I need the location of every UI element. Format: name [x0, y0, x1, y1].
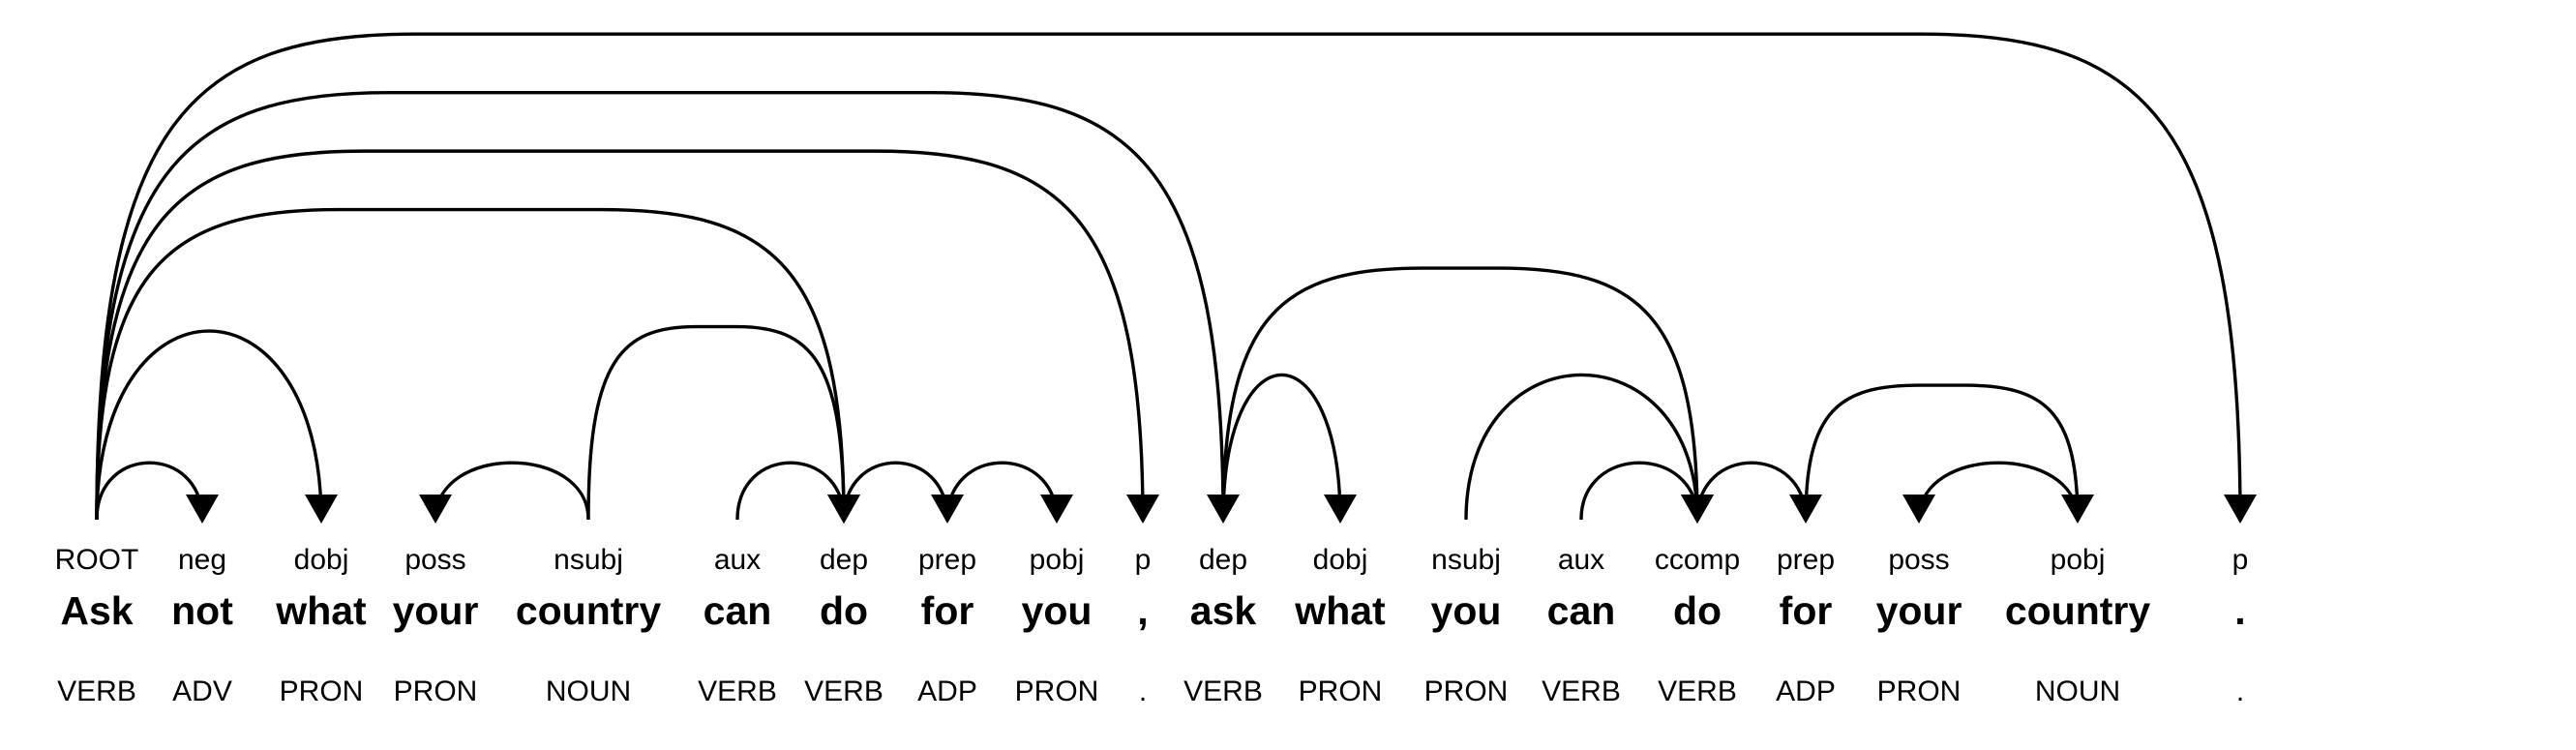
- token-word-4: country: [516, 588, 662, 633]
- dep-label-18: p: [2232, 544, 2249, 576]
- dependency-arc-aux-4: [735, 461, 846, 521]
- dependency-arrowhead-p-8: [1126, 495, 1159, 524]
- token-pos-6: VERB: [804, 675, 884, 707]
- dependency-arrowhead-dobj-10: [1324, 495, 1357, 524]
- token-pos-10: VERB: [1183, 675, 1263, 707]
- token-pos-14: VERB: [1658, 675, 1737, 707]
- dep-label-14: ccomp: [1655, 544, 1740, 576]
- token-pos-1: ADV: [172, 675, 232, 707]
- token-word-15: for: [1780, 588, 1833, 633]
- token-word-3: your: [393, 588, 479, 633]
- token-pos-2: PRON: [280, 675, 364, 707]
- token-word-13: can: [1547, 588, 1616, 633]
- dependency-arrowhead-pobj-7: [1040, 495, 1073, 524]
- dep-label-1: neg: [178, 544, 226, 576]
- token-word-10: ask: [1190, 588, 1257, 633]
- token-word-7: for: [921, 588, 974, 633]
- token-pos-3: PRON: [394, 675, 478, 707]
- token-pos-17: NOUN: [2035, 675, 2120, 707]
- token-pos-13: VERB: [1542, 675, 1621, 707]
- dep-label-10: dep: [1199, 544, 1247, 576]
- token-word-5: can: [704, 588, 772, 633]
- dependency-arc-pobj-7: [945, 461, 1059, 521]
- token-pos-8: PRON: [1015, 675, 1099, 707]
- dependency-arc-nsubj-3: [586, 324, 846, 521]
- token-pos-5: VERB: [698, 675, 777, 707]
- token-word-2: what: [275, 588, 367, 633]
- dep-label-3: poss: [404, 544, 465, 576]
- token-word-0: Ask: [60, 588, 133, 633]
- dep-label-15: prep: [1777, 544, 1835, 576]
- dep-label-17: pobj: [2051, 544, 2106, 576]
- dependency-arrowhead-p-17: [2224, 495, 2257, 524]
- dependency-arrowhead-neg-0: [186, 495, 219, 524]
- arcs-layer: [95, 32, 2257, 524]
- dependency-arc-poss-15: [1917, 461, 2080, 521]
- token-word-17: country: [2005, 588, 2151, 633]
- dependency-arc-p-8: [95, 149, 1145, 521]
- dependency-arc-nsubj-11: [1464, 373, 1699, 521]
- dependency-arc-dep-9: [95, 90, 1225, 521]
- dep-label-7: prep: [918, 544, 976, 576]
- token-pos-4: NOUN: [546, 675, 631, 707]
- token-pos-7: ADP: [917, 675, 977, 707]
- dependency-arc-aux-12: [1579, 461, 1699, 521]
- dependency-arrowhead-pobj-16: [2061, 495, 2094, 524]
- token-pos-16: PRON: [1877, 675, 1962, 707]
- dependency-arc-ccomp-13: [1221, 266, 1699, 521]
- dependency-arc-prep-6: [842, 461, 949, 521]
- dependency-arrowhead-dobj-1: [305, 495, 338, 524]
- dep-label-12: nsubj: [1431, 544, 1501, 576]
- dep-label-2: dobj: [294, 544, 349, 576]
- token-word-18: .: [2234, 588, 2245, 633]
- token-word-16: your: [1876, 588, 1962, 633]
- token-word-11: what: [1294, 588, 1386, 633]
- token-word-1: not: [171, 588, 233, 633]
- dependency-arc-prep-14: [1695, 461, 1808, 521]
- dependency-arc-p-17: [95, 32, 2242, 521]
- token-pos-9: .: [1139, 675, 1147, 707]
- dependency-arc-neg-0: [95, 461, 204, 521]
- dep-label-16: poss: [1888, 544, 1949, 576]
- dependency-arrowhead-poss-15: [1902, 495, 1935, 524]
- token-word-8: you: [1022, 588, 1093, 633]
- dep-label-6: dep: [820, 544, 868, 576]
- token-pos-12: PRON: [1424, 675, 1509, 707]
- dep-label-4: nsubj: [554, 544, 623, 576]
- token-pos-18: .: [2236, 675, 2244, 707]
- dependency-arc-pobj-16: [1804, 383, 2080, 521]
- dep-label-9: p: [1135, 544, 1152, 576]
- dep-label-0: ROOT: [55, 544, 139, 576]
- dep-label-8: pobj: [1030, 544, 1085, 576]
- dep-label-11: dobj: [1313, 544, 1368, 576]
- token-pos-15: ADP: [1776, 675, 1836, 707]
- token-word-14: do: [1673, 588, 1722, 633]
- token-word-12: you: [1431, 588, 1502, 633]
- dep-label-13: aux: [1558, 544, 1604, 576]
- dependency-arrowhead-poss-2: [419, 495, 452, 524]
- token-pos-0: VERB: [57, 675, 136, 707]
- token-word-9: ,: [1137, 588, 1148, 633]
- dependency-arc-dobj-10: [1221, 374, 1342, 521]
- dependency-arc-poss-2: [434, 461, 590, 521]
- dep-label-5: aux: [714, 544, 761, 576]
- dependency-arc-dobj-1: [95, 329, 323, 521]
- dependency-arc-dep-5: [95, 207, 846, 521]
- token-pos-11: PRON: [1299, 675, 1383, 707]
- token-word-6: do: [820, 588, 868, 633]
